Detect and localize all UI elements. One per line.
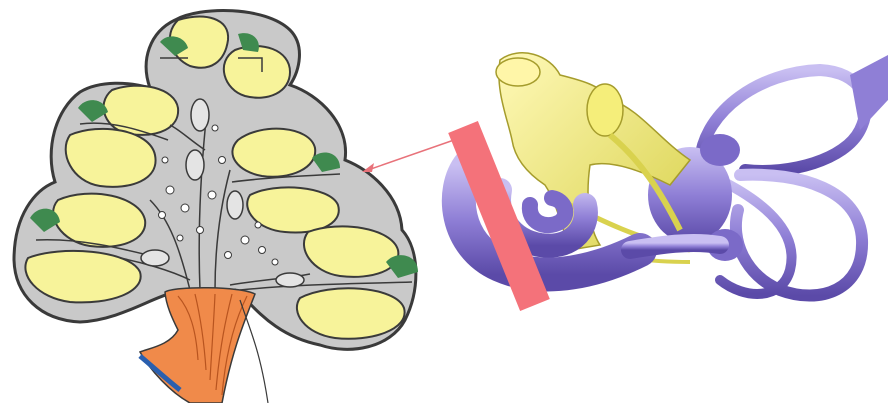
- semicircular-canal-posterior: [736, 175, 862, 296]
- scala-top-right: [224, 46, 290, 98]
- scala-mid-right-upper: [232, 129, 315, 177]
- cochlea-extension: [630, 243, 720, 250]
- ampulla: [700, 134, 740, 166]
- scala-mid-left-upper: [104, 86, 179, 135]
- spiral-ganglion: [276, 273, 304, 287]
- spiral-ganglion: [191, 99, 209, 131]
- spiral-ganglion: [227, 191, 243, 219]
- spiral-ganglion: [141, 250, 169, 266]
- pointer-arrow: [362, 140, 454, 172]
- cochlea-cross-section: [14, 11, 418, 403]
- scala-basal-right-lower: [297, 288, 405, 338]
- inner-ear-labyrinth: [448, 53, 888, 311]
- canal-tip: [850, 55, 888, 130]
- cochlea-apical-turn: [530, 198, 565, 225]
- spiral-ganglion: [186, 150, 204, 180]
